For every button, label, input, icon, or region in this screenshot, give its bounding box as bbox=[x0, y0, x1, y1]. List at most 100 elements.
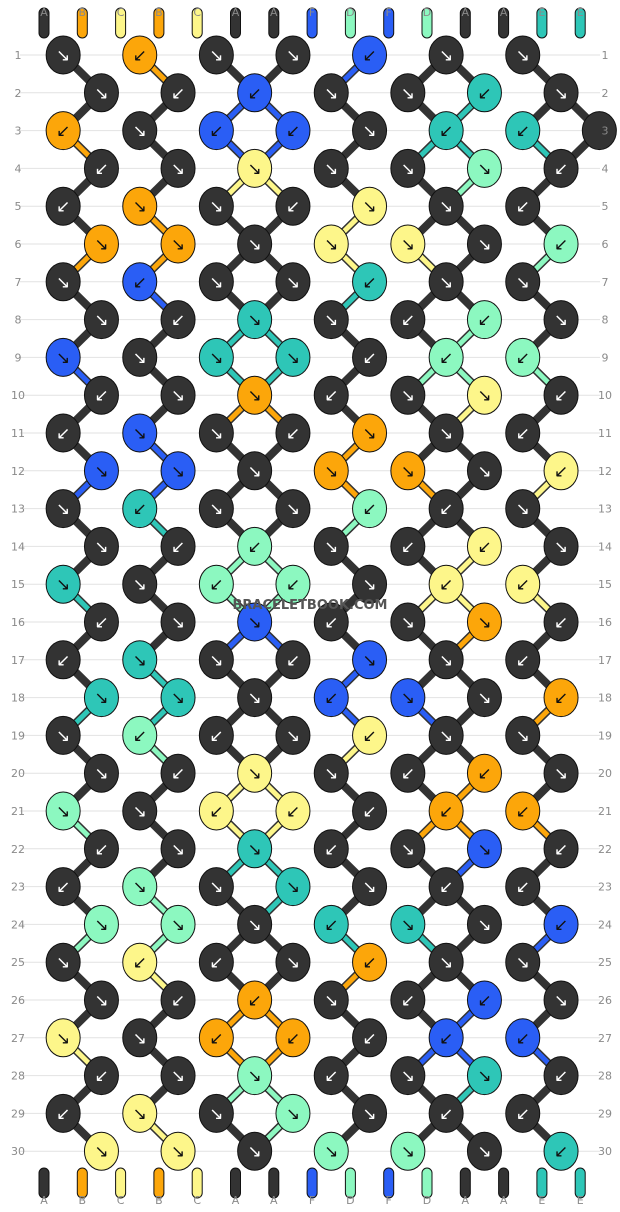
knot-direction-arrow: ↙ bbox=[554, 915, 568, 935]
knot: ↘ bbox=[160, 375, 196, 415]
knot: ↙ bbox=[83, 602, 119, 642]
knot: ↘ bbox=[122, 1093, 158, 1133]
knot-direction-arrow: ↘ bbox=[401, 915, 415, 935]
knot-direction-arrow: ↘ bbox=[209, 197, 223, 217]
knot: ↘ bbox=[275, 489, 311, 529]
knot-direction-arrow: ↘ bbox=[171, 840, 185, 860]
knot-direction-arrow: ↙ bbox=[362, 46, 376, 66]
knot: ↘ bbox=[45, 337, 81, 377]
knot-direction-arrow: ↘ bbox=[133, 1104, 147, 1124]
top-string-strand bbox=[153, 7, 165, 39]
knot-direction-arrow: ↘ bbox=[171, 159, 185, 179]
knot-direction-arrow: ↙ bbox=[516, 424, 530, 444]
knot: ↘ bbox=[160, 1056, 196, 1096]
knot: ↙ bbox=[505, 1018, 541, 1058]
knot-direction-arrow: ↘ bbox=[56, 500, 70, 520]
knot-shape bbox=[543, 753, 579, 793]
knot: ↙ bbox=[275, 640, 311, 680]
knot: ↙ bbox=[45, 1093, 81, 1133]
knot-shape bbox=[505, 111, 541, 151]
knot-direction-arrow: ↘ bbox=[248, 915, 262, 935]
knot: ↙ bbox=[390, 980, 426, 1020]
knot: ↘ bbox=[275, 35, 311, 75]
knot: ↙ bbox=[352, 715, 388, 755]
bottom-string-strand bbox=[191, 1167, 203, 1199]
knot-shape bbox=[352, 1018, 388, 1058]
knot-shape bbox=[275, 413, 311, 453]
knot: ↘ bbox=[352, 640, 388, 680]
knot-direction-arrow: ↘ bbox=[516, 953, 530, 973]
knot-direction-arrow: ↘ bbox=[401, 840, 415, 860]
row-label-right: 27 bbox=[598, 1032, 612, 1045]
bottom-string-strand bbox=[574, 1167, 586, 1199]
knot-direction-arrow: ↘ bbox=[171, 462, 185, 482]
bottom-string-label: E bbox=[577, 1194, 584, 1207]
knot: ↘ bbox=[466, 375, 502, 415]
knot-direction-arrow: ↘ bbox=[56, 802, 70, 822]
row-label-right: 14 bbox=[598, 540, 612, 553]
knot: ↙ bbox=[505, 791, 541, 831]
knot-direction-arrow: ↙ bbox=[516, 651, 530, 671]
knot-direction-arrow: ↘ bbox=[477, 689, 491, 709]
row-label-right: 25 bbox=[598, 956, 612, 969]
knot-direction-arrow: ↙ bbox=[439, 348, 453, 368]
knot-direction-arrow: ↘ bbox=[133, 424, 147, 444]
knot-shape bbox=[313, 829, 349, 869]
knot-shape bbox=[237, 451, 273, 491]
knot: ↙ bbox=[198, 715, 234, 755]
knot-direction-arrow: ↘ bbox=[401, 386, 415, 406]
knot: ↘ bbox=[275, 262, 311, 302]
knot-direction-arrow: ↘ bbox=[324, 235, 338, 255]
knot: ↘ bbox=[275, 337, 311, 377]
knot: ↙ bbox=[160, 526, 196, 566]
top-string-label: C bbox=[117, 6, 125, 19]
knot-shape bbox=[160, 602, 196, 642]
knot-shape bbox=[83, 904, 119, 944]
knot: ↙ bbox=[428, 791, 464, 831]
knot: ↙ bbox=[122, 262, 158, 302]
knot: ↙ bbox=[160, 753, 196, 793]
knot: ↘ bbox=[313, 451, 349, 491]
knot-shape bbox=[237, 73, 273, 113]
knot: ↙ bbox=[505, 111, 541, 151]
knot-shape bbox=[160, 1131, 196, 1171]
row-label-left: 19 bbox=[11, 729, 25, 742]
knot-direction-arrow: ↙ bbox=[439, 500, 453, 520]
knot-shape bbox=[45, 489, 81, 529]
knot-shape bbox=[122, 186, 158, 226]
knot-direction-arrow: ↙ bbox=[439, 1029, 453, 1049]
top-string-strand bbox=[76, 7, 88, 39]
knot: ↙ bbox=[45, 186, 81, 226]
knot-shape bbox=[83, 829, 119, 869]
knot-shape bbox=[122, 1093, 158, 1133]
top-string-label: F bbox=[386, 6, 392, 19]
knot-shape bbox=[313, 1056, 349, 1096]
knot: ↘ bbox=[198, 1093, 234, 1133]
knot-direction-arrow: ↘ bbox=[94, 689, 108, 709]
top-string-label: F bbox=[309, 6, 315, 19]
knot-direction-arrow: ↘ bbox=[324, 537, 338, 557]
knot: ↘ bbox=[275, 867, 311, 907]
bottom-string-strand bbox=[459, 1167, 471, 1199]
knot-shape bbox=[466, 451, 502, 491]
knot-shape bbox=[45, 413, 81, 453]
bottom-string-strand bbox=[115, 1167, 127, 1199]
knot-shape bbox=[160, 1056, 196, 1096]
knot-direction-arrow: ↘ bbox=[554, 311, 568, 331]
knot-shape bbox=[505, 715, 541, 755]
knot-shape bbox=[83, 375, 119, 415]
knot-shape bbox=[313, 602, 349, 642]
knot-direction-arrow: ↘ bbox=[324, 159, 338, 179]
knot: ↘ bbox=[83, 980, 119, 1020]
knot-shape bbox=[313, 375, 349, 415]
knot: ↘ bbox=[313, 526, 349, 566]
knot-shape bbox=[198, 186, 234, 226]
knot: ↙ bbox=[543, 451, 579, 491]
knot: ↘ bbox=[505, 35, 541, 75]
knot-direction-arrow: ↘ bbox=[171, 386, 185, 406]
bottom-string-label: A bbox=[500, 1194, 508, 1207]
knot-shape bbox=[390, 148, 426, 188]
knot-direction-arrow: ↘ bbox=[439, 197, 453, 217]
knot: ↘ bbox=[122, 867, 158, 907]
knot-shape bbox=[428, 867, 464, 907]
